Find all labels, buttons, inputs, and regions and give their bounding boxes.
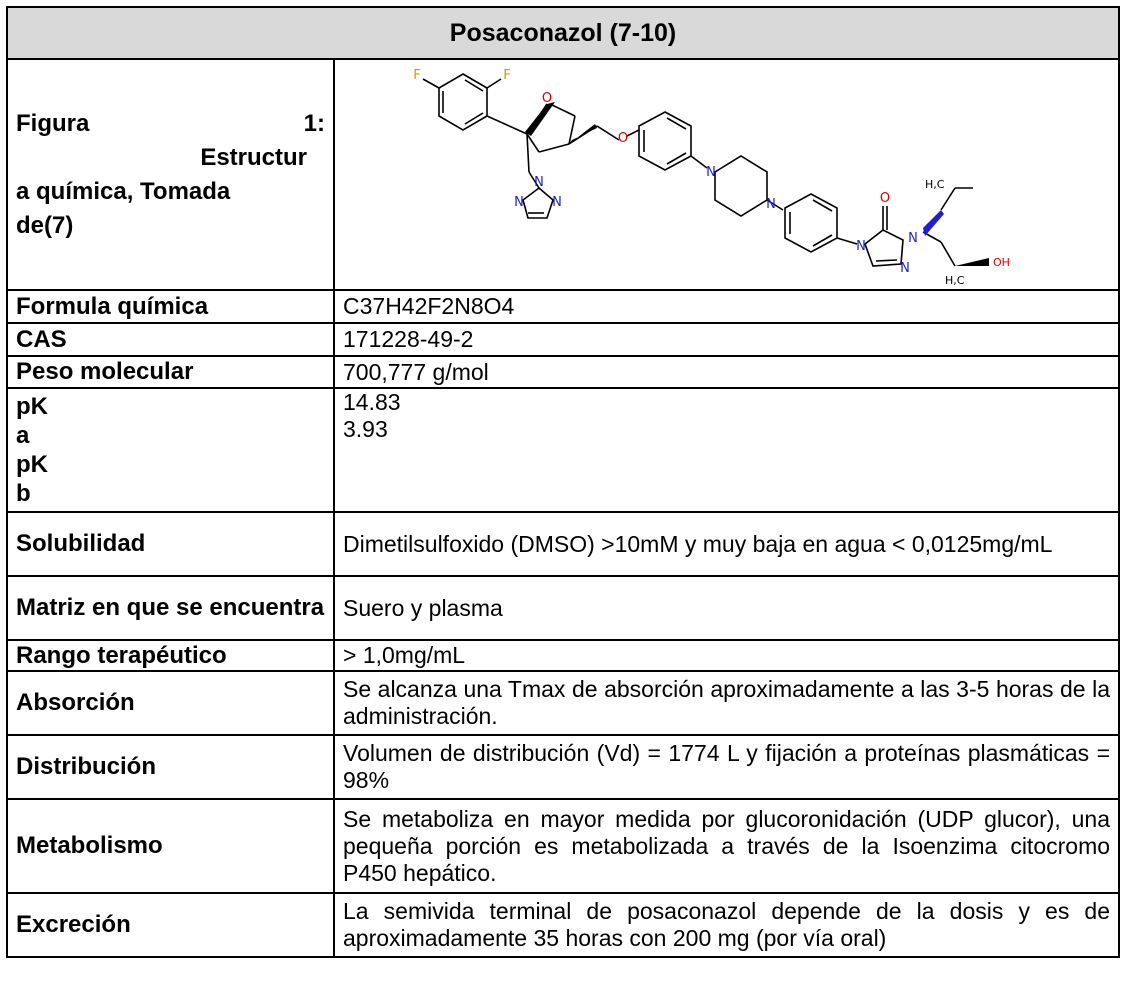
pk-row: pK a pK b 14.83 3.93: [6, 387, 1121, 513]
methyl-label: H,C: [925, 178, 945, 191]
matrix-value: Suero y plasma: [332, 575, 1121, 641]
atom-nitrogen: N: [514, 195, 524, 210]
table-title: Posaconazol (7-10): [5, 6, 1121, 60]
pk-label-line: b: [16, 480, 31, 507]
pk-label-line: pK: [16, 393, 48, 420]
row-value: 171228-49-2: [332, 322, 1121, 357]
solubility-row: Solubilidad Dimetilsulfoxido (DMSO) >10m…: [6, 511, 1121, 577]
row-value: 700,777 g/mol: [332, 355, 1121, 389]
row-label: Peso molecular: [6, 355, 335, 389]
row-label: CAS: [6, 322, 335, 357]
molecule-cell: F F O O N N N N N O N N N H,C OH: [332, 58, 1121, 291]
pk-labels: pK a pK b: [6, 387, 335, 513]
atom-fluorine: F: [503, 68, 510, 83]
metabolism-label: Metabolismo: [6, 798, 335, 894]
posaconazole-structure-image: F F O O N N N N N O N N N H,C OH: [413, 68, 1010, 287]
atom-oxygen: O: [542, 91, 552, 106]
figure-label-word: Figura: [16, 109, 90, 137]
figure-label-line3: a química, Tomada: [16, 177, 231, 205]
pk-label-line: a: [16, 422, 30, 449]
atom-nitrogen: N: [766, 197, 776, 212]
therapeutic-range-value: > 1,0mg/mL: [332, 639, 1121, 672]
pka-value: 14.83: [343, 389, 401, 415]
absorption-row: Absorción Se alcanza una Tmax de absorci…: [6, 670, 1121, 736]
methyl-label: H,C: [945, 274, 965, 287]
row-value: C37H42F2N8O4: [332, 289, 1121, 324]
wedge-bond: [955, 258, 989, 266]
excretion-label: Excreción: [6, 892, 335, 958]
drug-info-table: Posaconazol (7-10) Figura 1: Estructur a …: [5, 6, 1121, 958]
figure-label-line4: de(7): [16, 211, 74, 239]
table-header-row: Posaconazol (7-10): [5, 6, 1121, 60]
hydroxyl-label: OH: [993, 256, 1010, 269]
figure-label: Figura 1: Estructur a química, Tomada de(…: [6, 58, 335, 291]
figure-row: Figura 1: Estructur a química, Tomada de(…: [6, 58, 1121, 291]
figure-label-number: 1:: [303, 109, 325, 137]
distribution-label: Distribución: [6, 734, 335, 800]
wedge-bond: [525, 102, 555, 136]
absorption-label: Absorción: [6, 670, 335, 736]
matrix-label: Matriz en que se encuentra: [6, 575, 335, 641]
therapeutic-range-row: Rango terapéutico > 1,0mg/mL: [6, 639, 1121, 672]
molecule-bonds: [422, 73, 973, 267]
atom-oxygen: O: [880, 191, 890, 206]
distribution-value: Volumen de distribución (Vd) = 1774 L y …: [332, 734, 1121, 800]
excretion-value: La semivida terminal de posaconazol depe…: [332, 892, 1121, 958]
solubility-value: Dimetilsulfoxido (DMSO) >10mM y muy baja…: [332, 511, 1121, 577]
atom-labels: F F O O N N N N N O N N N: [413, 68, 918, 276]
group-labels: H,C OH H,C: [925, 178, 1010, 287]
atom-nitrogen: N: [706, 165, 716, 180]
table-row: Formula química C37H42F2N8O4: [6, 289, 1121, 324]
excretion-row: Excreción La semivida terminal de posaco…: [6, 892, 1121, 958]
matrix-row: Matriz en que se encuentra Suero y plasm…: [6, 575, 1121, 641]
pk-values: 14.83 3.93: [332, 387, 1121, 513]
atom-nitrogen: N: [856, 239, 866, 254]
wedge-bond: [569, 124, 597, 144]
atom-nitrogen: N: [908, 231, 918, 246]
atom-nitrogen: N: [534, 175, 544, 190]
metabolism-value: Se metaboliza en mayor medida por glucor…: [332, 798, 1121, 894]
atom-fluorine: F: [413, 68, 420, 83]
absorption-value: Se alcanza una Tmax de absorción aproxim…: [332, 670, 1121, 736]
wedge-bond: [923, 210, 944, 236]
pk-label-line: pK: [16, 451, 48, 478]
therapeutic-range-label: Rango terapéutico: [6, 639, 335, 672]
atom-oxygen: O: [618, 131, 628, 146]
pkb-value: 3.93: [343, 416, 388, 442]
row-label: Formula química: [6, 289, 335, 324]
solubility-label: Solubilidad: [6, 511, 335, 577]
atom-nitrogen: N: [552, 195, 562, 210]
metabolism-row: Metabolismo Se metaboliza en mayor medid…: [6, 798, 1121, 894]
distribution-row: Distribución Volumen de distribución (Vd…: [6, 734, 1121, 800]
table-row: CAS 171228-49-2: [6, 322, 1121, 357]
figure-label-line2: Estructur: [200, 143, 307, 171]
table-row: Peso molecular 700,777 g/mol: [6, 355, 1121, 389]
atom-nitrogen: N: [900, 261, 910, 276]
